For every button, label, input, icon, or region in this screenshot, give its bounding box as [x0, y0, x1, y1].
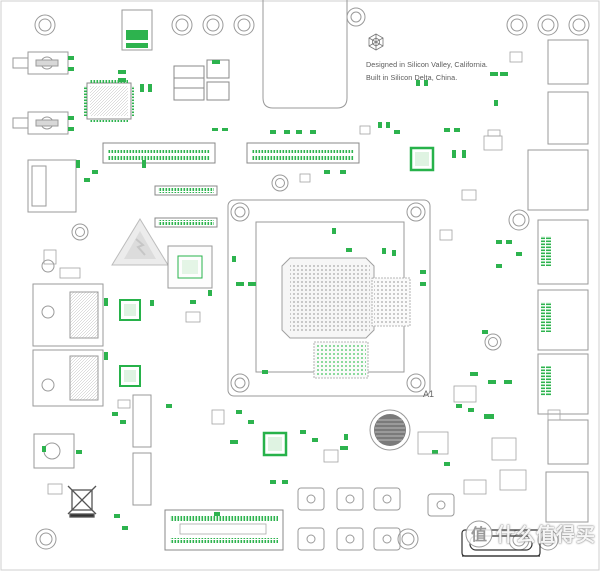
- svg-text:值: 值: [471, 525, 487, 544]
- dc-jack: [33, 433, 75, 469]
- gpio-header-strips: [132, 394, 152, 506]
- audio-jack-1: [12, 51, 74, 75]
- memory-bga-bottom: [313, 341, 369, 379]
- rtc-battery: [369, 409, 411, 451]
- right-edge-ports: [527, 39, 589, 523]
- audio-codec-chip: [84, 80, 134, 122]
- rj45-port-1: [32, 283, 104, 347]
- watermark-text: 什么值得买: [496, 525, 597, 546]
- pin1-marker-label: A1: [423, 389, 435, 399]
- smd-outlines: [43, 51, 561, 495]
- pmic-chip-2: [262, 431, 288, 457]
- fpc-connectors: [154, 185, 218, 228]
- silkscreen-tagline-line2: Built in Silicon Delta, China.: [366, 73, 458, 82]
- logo-icon: [368, 33, 384, 51]
- top-cutout: [262, 0, 348, 109]
- rj45-port-2: [32, 349, 104, 407]
- high-voltage-warning-icon: [111, 218, 169, 266]
- soc-bga-package: [281, 257, 375, 339]
- tactile-buttons: [297, 487, 455, 551]
- memory-bga-right: [371, 277, 411, 327]
- smd-components: [42, 60, 522, 530]
- m2-connector-right: [246, 142, 360, 164]
- inductor-block: [173, 59, 230, 101]
- weee-bin-icon: [67, 485, 97, 518]
- ethernet-phy-2: [119, 365, 141, 387]
- usb-c-top-connector: [121, 9, 153, 51]
- bridge-chip: [167, 245, 213, 289]
- usb-a-left: [27, 159, 77, 213]
- watermark: 值 什么值得买: [462, 512, 595, 556]
- ethernet-phy-1: [119, 299, 141, 321]
- mounting-holes: [34, 7, 590, 551]
- right-edge-pads: [541, 236, 551, 396]
- pmic-chip: [409, 146, 435, 172]
- bottom-edge-connector: [164, 509, 284, 551]
- watermark-icon: 值: [465, 520, 493, 548]
- audio-jack-2: [12, 111, 74, 135]
- silkscreen-tagline-line1: Designed in Silicon Valley, California.: [366, 60, 488, 69]
- m2-connector-left: [102, 142, 216, 164]
